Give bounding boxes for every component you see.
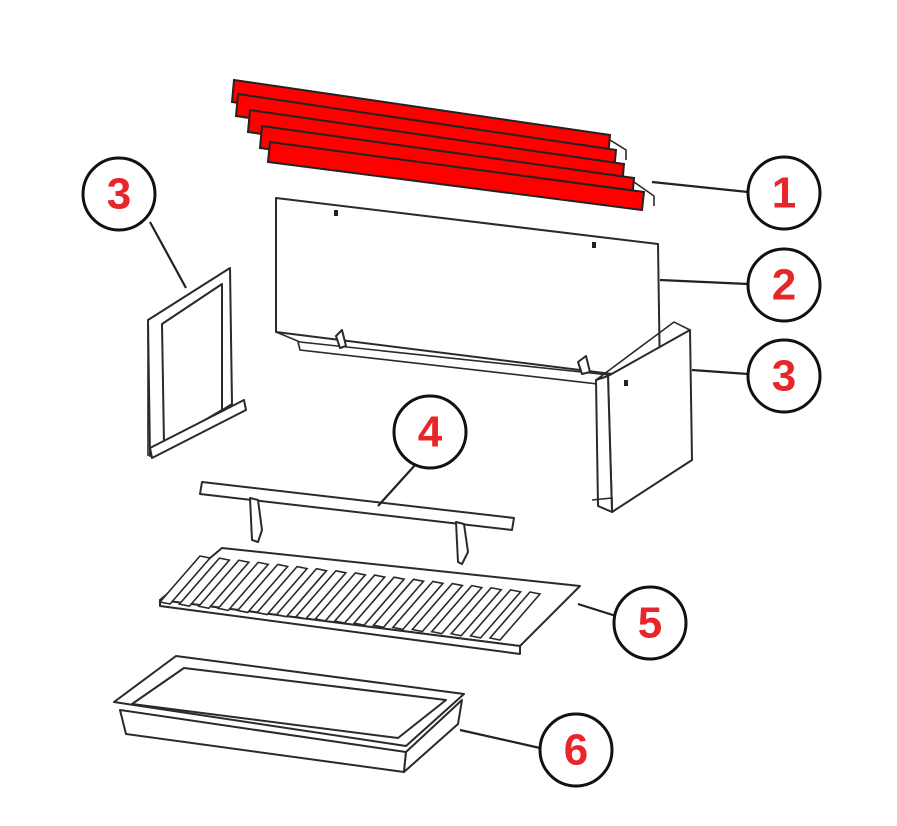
callout-circle	[392, 394, 468, 470]
leader-6	[459, 728, 541, 750]
grate-slot	[313, 572, 367, 622]
callout-circle	[746, 247, 822, 323]
grate-rim	[159, 599, 521, 655]
grate-slot	[197, 559, 251, 610]
grate-slot	[430, 584, 484, 635]
grate-slot	[333, 574, 387, 624]
leader-3-left	[149, 221, 187, 289]
callout-label: 2	[772, 261, 796, 310]
back-panel	[275, 197, 661, 385]
right-panel-foot	[591, 497, 613, 512]
callout-label: 6	[564, 726, 588, 775]
leader-4	[377, 463, 417, 507]
back-panel-tab	[577, 355, 591, 375]
callout-circle	[746, 155, 822, 231]
callout-circle	[612, 585, 688, 661]
callout-label: 3	[772, 352, 796, 401]
grate-slot	[469, 589, 523, 639]
front-bar-leg-right	[455, 521, 469, 565]
callout-label: 4	[418, 408, 443, 457]
callout-3-right: 3	[746, 338, 822, 414]
front-bar-leg-left	[249, 497, 263, 543]
left-panel-foot	[149, 399, 247, 459]
right-side-panel	[591, 321, 693, 513]
front-bar	[199, 481, 515, 565]
leader-5	[577, 602, 617, 618]
baffle-bar-edge	[609, 139, 627, 160]
mounting-hole	[624, 380, 628, 386]
callout-6: 6	[538, 712, 614, 788]
callout-label: 5	[638, 599, 662, 648]
grate	[158, 547, 581, 655]
mounting-hole	[334, 210, 338, 216]
grate-slot	[177, 557, 231, 607]
grate-slot	[274, 567, 328, 618]
callout-3-left: 3	[81, 156, 157, 232]
callout-4: 4	[392, 394, 468, 470]
grate-slot	[372, 578, 426, 629]
callout-circle	[746, 338, 822, 414]
callout-5: 5	[612, 585, 688, 661]
grate-slot	[449, 586, 503, 637]
grate-slots	[158, 555, 542, 641]
baffle-bar-edge	[633, 181, 655, 206]
baffle-bars	[230, 78, 655, 212]
right-panel-side	[595, 375, 613, 513]
callout-2: 2	[746, 247, 822, 323]
right-panel-top	[595, 321, 691, 381]
callout-circle	[81, 156, 157, 232]
callout-label: 1	[772, 169, 796, 218]
grate-slot	[158, 555, 212, 605]
leader-2	[659, 278, 749, 286]
grate-slot	[410, 582, 464, 633]
grate-slot	[236, 563, 290, 614]
grate-slot	[488, 591, 542, 641]
ash-pan-side	[403, 699, 463, 773]
ash-pan	[113, 655, 465, 773]
callout-circle	[538, 712, 614, 788]
front-bar-body	[199, 481, 515, 531]
callout-1: 1	[746, 155, 822, 231]
back-panel-face	[275, 197, 661, 381]
leader-3-right	[691, 368, 749, 376]
grate-slot	[391, 580, 445, 631]
leader-lines	[149, 180, 749, 750]
left-side-panel	[147, 267, 247, 459]
mounting-hole	[592, 242, 596, 248]
grate-slot	[352, 576, 406, 627]
left-panel-inner	[161, 283, 223, 445]
callout-label: 3	[107, 170, 131, 219]
back-panel-tab	[335, 329, 347, 349]
grate-slot	[216, 561, 270, 612]
baffle-bar-5	[266, 140, 646, 212]
grate-slot	[255, 565, 309, 616]
leader-1	[651, 180, 749, 194]
ash-pan-inner	[131, 667, 447, 739]
grate-slot	[294, 569, 348, 620]
